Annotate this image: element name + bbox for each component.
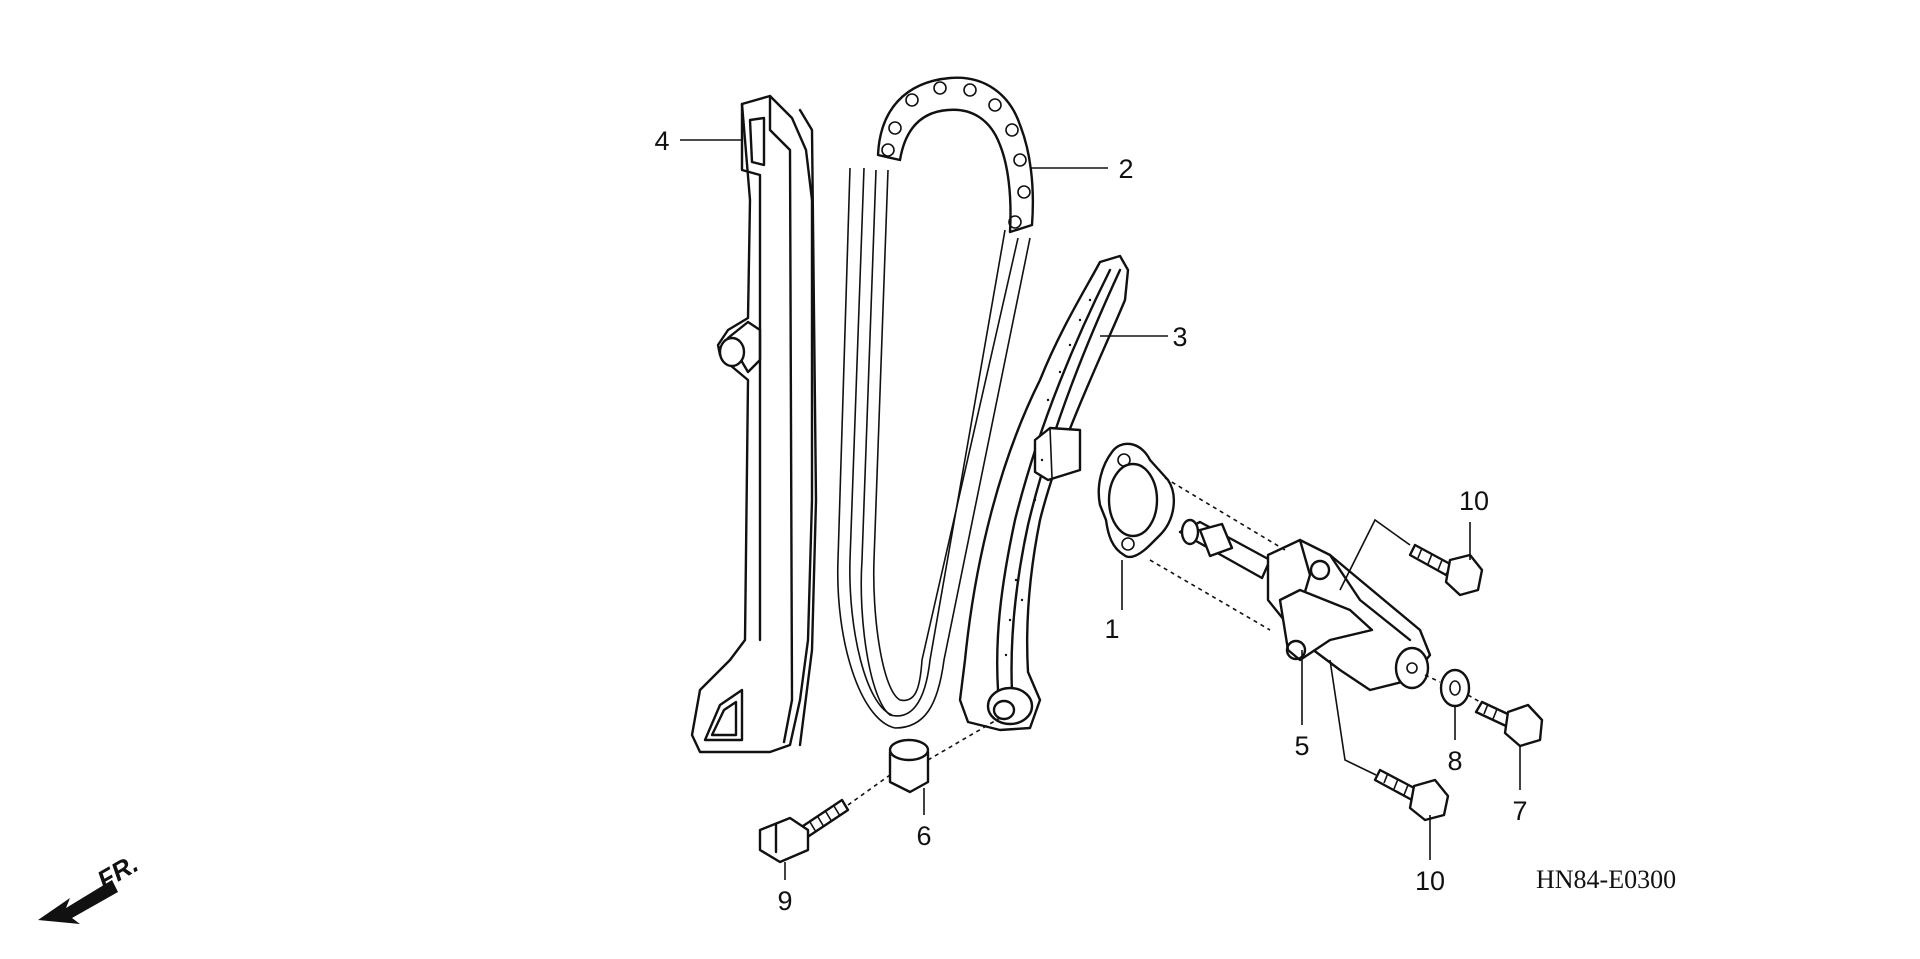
bolt-part-7[interactable]: [1474, 700, 1544, 748]
tensioner-slipper-part-3[interactable]: [958, 254, 1130, 732]
callout-9: 9: [777, 886, 792, 916]
leader-lines: [680, 139, 1521, 880]
bolt-part-10-upper[interactable]: [1408, 543, 1484, 597]
callout-10-lower: 10: [1415, 866, 1445, 896]
callout-6: 6: [916, 821, 931, 851]
chain-guide-part-4[interactable]: [690, 94, 818, 754]
callout-8: 8: [1447, 746, 1462, 776]
bolt-part-9[interactable]: [758, 798, 850, 864]
front-arrow-icon: [38, 880, 118, 924]
tensioner-lifter-part-5[interactable]: [1178, 518, 1432, 692]
gasket-part-1[interactable]: [1097, 442, 1175, 559]
diagram-code: HN84-E0300: [1536, 865, 1676, 894]
callout-labels: 1 2 3 4 5 6 7 8 9 10 10: [654, 126, 1527, 916]
callout-5: 5: [1294, 731, 1309, 761]
callout-4: 4: [654, 126, 669, 156]
washer-part-8[interactable]: [1439, 668, 1471, 708]
callout-3: 3: [1172, 322, 1187, 352]
front-direction-indicator: FR.: [38, 848, 143, 924]
callout-7: 7: [1512, 796, 1527, 826]
callout-1: 1: [1104, 614, 1119, 644]
cam-chain-part-2[interactable]: [836, 76, 1035, 729]
collar-part-6[interactable]: [888, 738, 930, 794]
callout-2: 2: [1118, 154, 1133, 184]
callout-10-upper: 10: [1459, 486, 1489, 516]
bolt-part-10-lower[interactable]: [1373, 768, 1450, 822]
